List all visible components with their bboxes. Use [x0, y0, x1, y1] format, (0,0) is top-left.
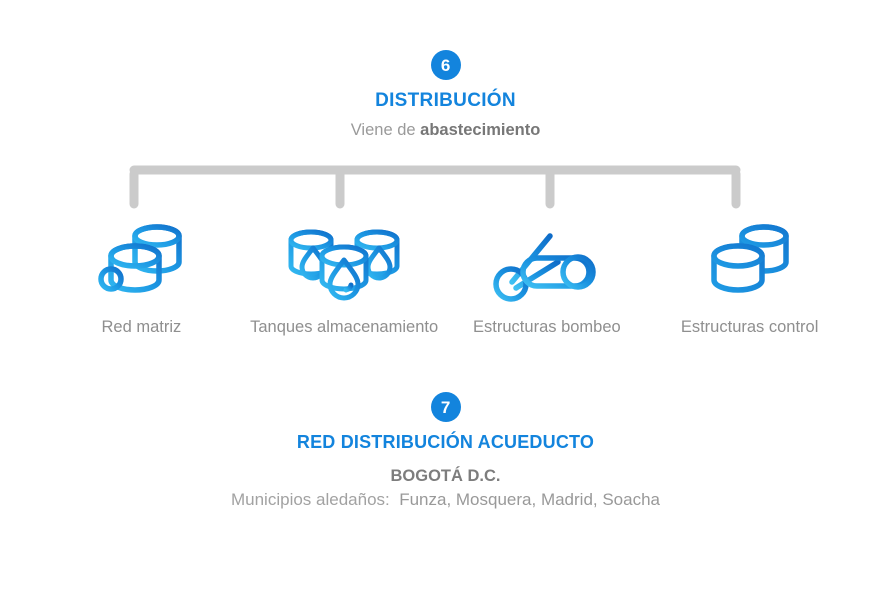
- branch-item-estructuras-control[interactable]: Estructuras control: [648, 212, 851, 337]
- branch-bracket-connector: [129, 165, 741, 209]
- step-number-badge-6: 6: [430, 50, 461, 80]
- step-number-badge-7: 7: [430, 392, 461, 422]
- subtitle-prefix: Viene de: [350, 121, 416, 139]
- step-7-footer: 7 RED DISTRIBUCIÓN ACUEDUCTO BOGOTÁ D.C.…: [0, 392, 891, 510]
- footer-city: BOGOTÁ D.C.: [390, 467, 501, 485]
- branch-item-tanques-almacenamiento[interactable]: Tanques almacenamiento: [243, 212, 446, 337]
- branch-icon-row: Red matriz: [40, 212, 851, 337]
- step-subtitle: Viene de abastecimiento: [0, 121, 891, 140]
- subtitle-strong: abastecimiento: [420, 121, 541, 139]
- branch-item-red-matriz[interactable]: Red matriz: [40, 212, 243, 337]
- branch-item-estructuras-bombeo[interactable]: Estructuras bombeo: [446, 212, 649, 337]
- pump-pipe-valve-icon: [446, 212, 649, 304]
- page-title: DISTRIBUCIÓN: [375, 90, 516, 111]
- footer-title: RED DISTRIBUCIÓN ACUEDUCTO: [296, 432, 595, 452]
- stacked-tanks-valve-icon: [40, 212, 243, 304]
- footer-municipalities: Municipios aledaños: Funza, Mosquera, Ma…: [0, 490, 891, 510]
- branch-label: Tanques almacenamiento: [250, 318, 439, 336]
- step-6-header: 6 DISTRIBUCIÓN Viene de abastecimiento: [0, 50, 891, 140]
- branch-label: Estructuras bombeo: [473, 318, 621, 336]
- municipalities-label: Municipios aledaños:: [230, 490, 390, 509]
- three-water-tanks-icon: [243, 212, 446, 304]
- municipalities-list: Funza, Mosquera, Madrid, Soacha: [399, 490, 661, 509]
- branch-label: Estructuras control: [680, 318, 819, 336]
- two-tanks-icon: [648, 212, 851, 304]
- branch-label: Red matriz: [101, 318, 182, 336]
